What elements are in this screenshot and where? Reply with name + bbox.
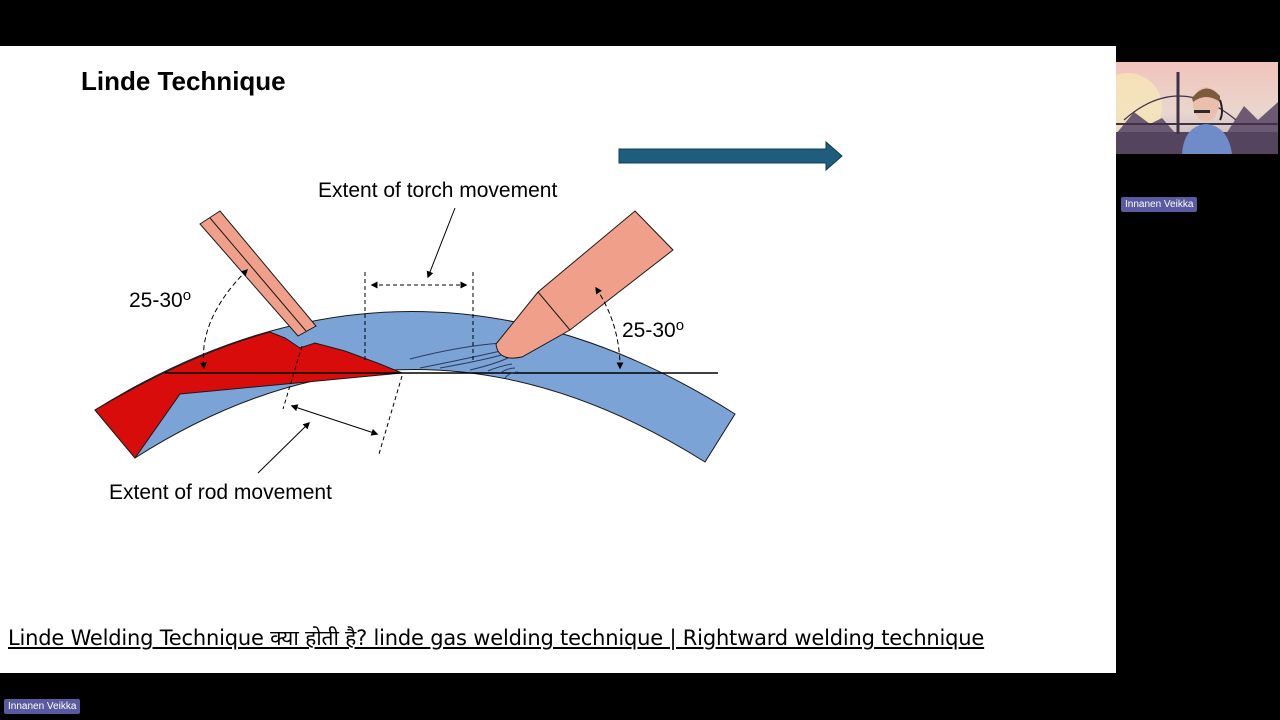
video-link[interactable]: Linde Welding Technique क्या होती है? li… [8, 626, 985, 650]
welding-rod [199, 210, 317, 337]
participant-video [1116, 62, 1278, 154]
welding-direction-arrow [618, 140, 843, 172]
torch-movement-indicator [364, 207, 474, 362]
torch-angle-arc [595, 286, 624, 370]
linde-technique-diagram: Extent of torch movement Extent of rod m… [94, 179, 736, 504]
welding-torch [495, 210, 674, 359]
rod-movement-indicator [257, 345, 403, 474]
presenter-name-badge: Innanen Veikka [4, 699, 81, 714]
rod-angle-arc [199, 269, 248, 370]
rod-angle-label: 25-30o [129, 287, 191, 312]
rod-movement-label: Extent of rod movement [109, 481, 332, 504]
slide-title: Linde Technique [81, 66, 286, 96]
torch-angle-label: 25-30o [622, 317, 684, 342]
presentation-slide: Linde Technique [0, 46, 1116, 673]
participant-name-badge: Innanen Veikka [1121, 197, 1198, 212]
torch-movement-label: Extent of torch movement [318, 179, 557, 202]
participant-video-tile[interactable] [1116, 62, 1278, 154]
